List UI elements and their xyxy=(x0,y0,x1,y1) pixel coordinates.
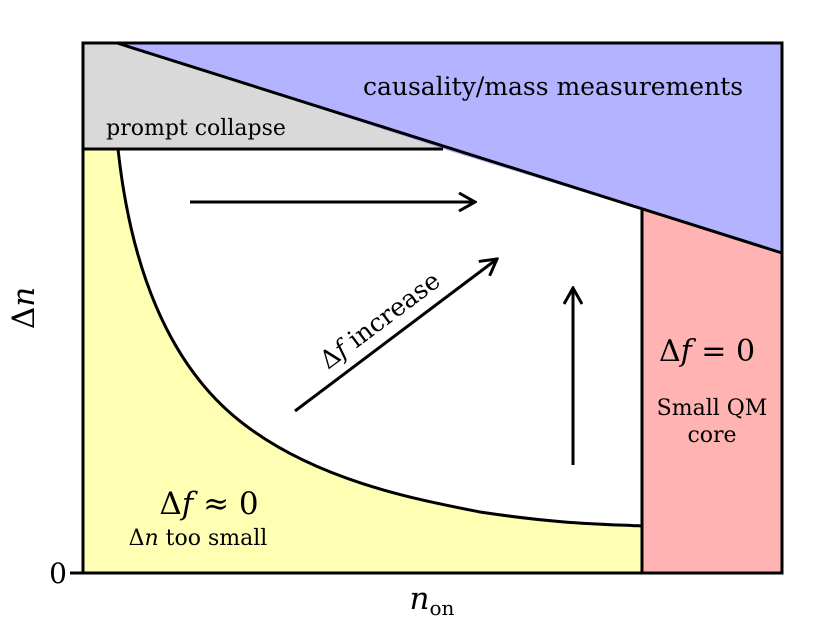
plot-frame xyxy=(81,41,784,575)
causality-boundary-line xyxy=(116,41,783,255)
y-zero-tick-label: 0 xyxy=(49,557,67,590)
causality-label: causality/mass measurements xyxy=(363,72,743,101)
small-core-equation: Δf = 0 xyxy=(659,334,755,369)
too-small-boundary-curve xyxy=(116,148,643,528)
x-axis-label: non xyxy=(410,581,455,620)
diagonal-arrow xyxy=(294,259,497,413)
increase-label: Δf increase xyxy=(314,266,445,375)
small-core-region xyxy=(642,210,782,573)
small-core-desc-line2: core xyxy=(687,423,736,448)
too-small-equation: Δf ≈ 0 xyxy=(159,486,258,522)
prompt-collapse-label: prompt collapse xyxy=(106,116,286,141)
small-core-desc-line1: Small QM xyxy=(657,396,768,421)
too-small-region xyxy=(83,149,642,573)
too-small-desc: Δn too small xyxy=(129,526,268,551)
prompt-collapse-region xyxy=(83,43,443,149)
y-axis-label: Δn xyxy=(6,287,42,329)
